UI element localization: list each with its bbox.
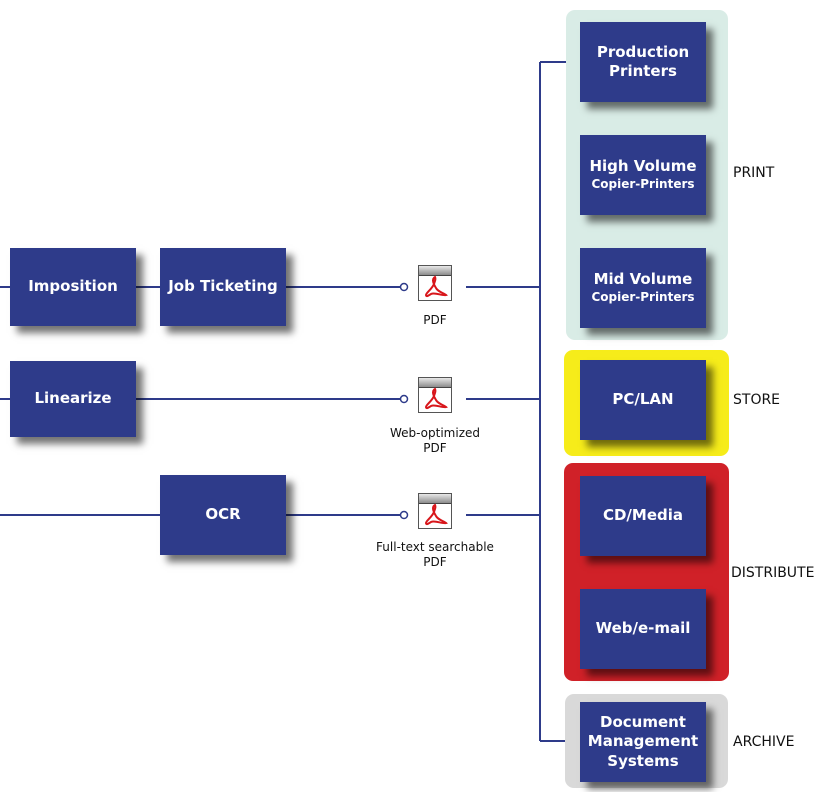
document-management-box: Document Management Systems	[580, 702, 706, 782]
ocr-box: OCR	[160, 475, 286, 555]
pdf-icon	[418, 377, 452, 413]
cd-media-box: CD/Media	[580, 476, 706, 556]
imposition-label: Imposition	[28, 277, 118, 296]
pc-lan-box: PC/LAN	[580, 360, 706, 440]
high-volume-printers-box: High Volume Copier-Printers	[580, 135, 706, 215]
searchable-pdf-caption: Full-text searchable PDF	[376, 540, 494, 569]
store-category-label: STORE	[733, 392, 781, 408]
imposition-box: Imposition	[10, 248, 136, 326]
pdf-icon	[418, 493, 452, 529]
linearize-label: Linearize	[34, 389, 112, 408]
archive-category-label: ARCHIVE	[733, 734, 795, 750]
ocr-label: OCR	[205, 505, 241, 524]
job-ticketing-box: Job Ticketing	[160, 248, 286, 326]
linearize-box: Linearize	[10, 361, 136, 437]
pdf-icon	[418, 265, 452, 301]
web-email-box: Web/e-mail	[580, 589, 706, 669]
pdf-caption: PDF	[423, 313, 447, 327]
print-category-label: PRINT	[733, 165, 775, 181]
web-optimized-pdf-caption: Web-optimized PDF	[389, 426, 481, 455]
production-printers-box: Production Printers	[580, 22, 706, 102]
job-ticketing-label: Job Ticketing	[168, 277, 278, 296]
mid-volume-printers-box: Mid Volume Copier-Printers	[580, 248, 706, 328]
distribute-category-label: DISTRIBUTE	[731, 565, 815, 581]
